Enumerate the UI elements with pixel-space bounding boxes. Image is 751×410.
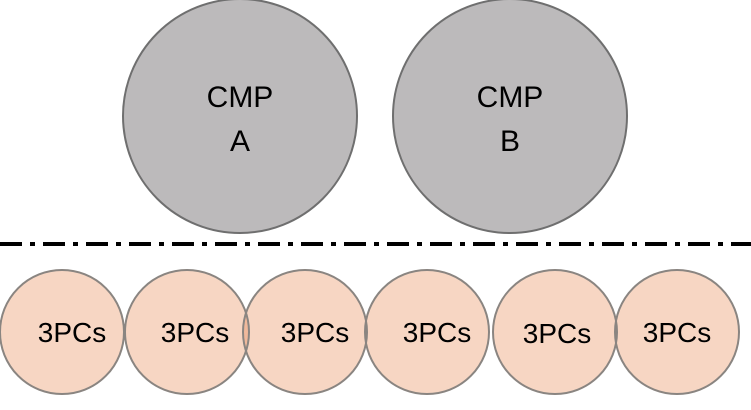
cmp-a-label-line1: CMP: [207, 81, 274, 114]
pc-circle-4: [365, 270, 489, 394]
pc-outline-5: [492, 269, 618, 395]
pc-circle-2: [125, 270, 249, 394]
pc-outline-3: [242, 269, 368, 395]
pc-circle-5: [493, 270, 617, 394]
pc-label-3: 3PCs: [281, 317, 349, 348]
cmp-a-circle: [122, 0, 358, 234]
pc-label-1: 3PCs: [38, 317, 106, 348]
pc-circle-1: [0, 270, 124, 394]
cmp-b-label-line2: B: [500, 125, 520, 158]
pc-outline-4: [364, 269, 490, 395]
pc-outline-6: [614, 269, 740, 395]
pc-label-4: 3PCs: [403, 317, 471, 348]
pc-label-2: 3PCs: [161, 317, 229, 348]
pc-outlines: [0, 269, 740, 395]
pc-circle-6: [615, 270, 739, 394]
pc-label-6: 3PCs: [643, 317, 711, 348]
pc-circle-3: [243, 270, 367, 394]
cmp-node-b: CMP B: [392, 0, 628, 234]
cmp-a-label-line2: A: [230, 125, 250, 158]
pc-outline-2: [124, 269, 250, 395]
cmp-b-circle: [392, 0, 628, 234]
cmp-b-label-line1: CMP: [477, 81, 544, 114]
pc-row: 3PCs 3PCs 3PCs 3PCs 3PCs 3PCs: [0, 269, 740, 395]
pc-label-5: 3PCs: [523, 318, 591, 349]
cmp-node-a: CMP A: [122, 0, 358, 234]
